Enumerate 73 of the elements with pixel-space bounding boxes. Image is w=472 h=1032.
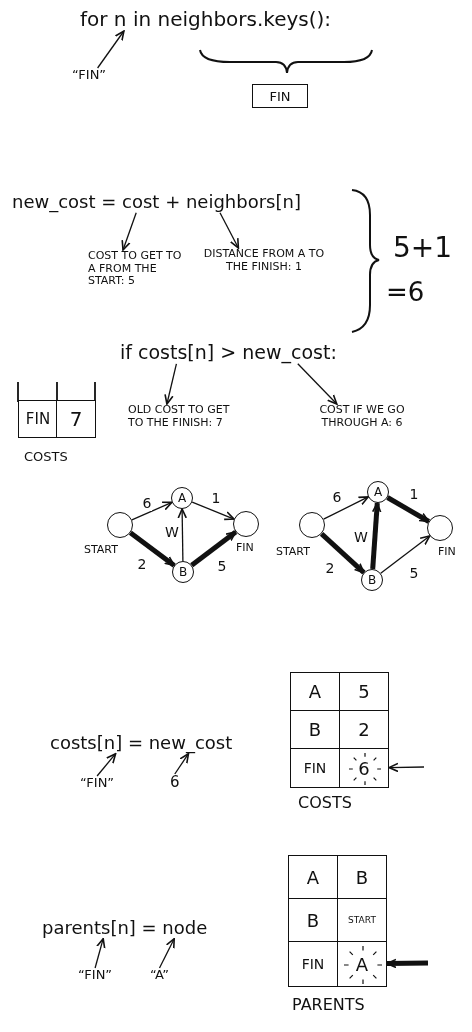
annotation-text: “FIN” [80,776,115,791]
code-line: new_cost = cost + neighbors[n] [12,192,301,213]
arrow [121,212,137,251]
graph-node: A [367,481,389,503]
sum-text: 5+1 [393,232,453,265]
edge-label: 6 [331,489,343,505]
table-cell: B [337,855,387,899]
table-cell: FIN [288,941,338,987]
table-cell: A [288,855,338,899]
table-cell: A [290,672,340,711]
annotation-text: “FIN” [78,968,113,983]
node-caption: FIN [236,542,254,555]
arrow [96,30,125,69]
arrow [177,508,188,562]
arrow [94,937,106,969]
edge-label: 1 [408,486,420,502]
arrow [386,958,429,969]
cell-value: A [355,953,369,975]
annotation-text: “A” [150,968,170,983]
arrow [158,937,175,969]
code-line: parents[n] = node [42,918,208,939]
annotation-text: 6 [170,774,180,792]
code-line: if costs[n] > new_cost: [120,342,337,364]
edge-label: 5 [408,565,420,581]
result-text: =6 [386,278,425,308]
edge-label: W [353,529,369,545]
arrow [219,212,240,249]
node-caption: FIN [438,546,456,559]
cell-value: 6 [358,757,370,779]
table-title: COSTS [24,450,68,465]
value-box: FIN [252,84,308,108]
node-caption: START [84,544,118,557]
table-cell: FIN [290,748,340,788]
table-cell: 7 [56,400,96,438]
arrow [319,531,366,575]
graph-node [107,512,133,538]
graph-node: A [171,487,193,509]
arrow [297,363,338,405]
edge-label: 2 [324,560,336,576]
arrow [370,502,382,570]
node-caption: START [276,546,310,559]
code-line: costs[n] = new_cost [50,733,233,754]
edge-label: W [164,524,180,540]
edge-label: 5 [216,558,228,574]
edge-label: 6 [141,495,153,511]
graph-node [299,512,325,538]
arrow [322,496,369,520]
arrow [386,495,431,524]
annotation-text: “FIN” [72,68,107,83]
annotation-text: OLD COST TO GET TO THE FINISH: 7 [128,404,246,430]
table-cell: 5 [339,672,389,711]
graph-node: B [172,561,194,583]
arrow [164,363,178,405]
table-cell: FIN [18,400,58,438]
arrow [128,530,176,568]
table-title: COSTS [298,794,352,813]
arrow [96,752,117,777]
annotation-text: COST TO GET TO A FROM THE START: 5 [88,250,188,288]
arrow [191,501,235,521]
graph-node: B [361,569,383,591]
edge-label: 1 [210,490,222,506]
arrow [174,752,190,775]
arrow [131,501,173,521]
code-line: for n in neighbors.keys(): [80,8,332,31]
arrow [380,535,431,574]
annotation-text: DISTANCE FROM A TO THE FINISH: 1 [200,248,328,274]
graph-node [233,511,259,537]
table-title: PARENTS [292,996,365,1015]
graph-node [427,515,453,541]
edge-label: 2 [136,556,148,572]
arrow [388,762,425,773]
annotation-text: COST IF WE GO THROUGH A: 6 [292,404,432,430]
arrow [190,529,238,568]
